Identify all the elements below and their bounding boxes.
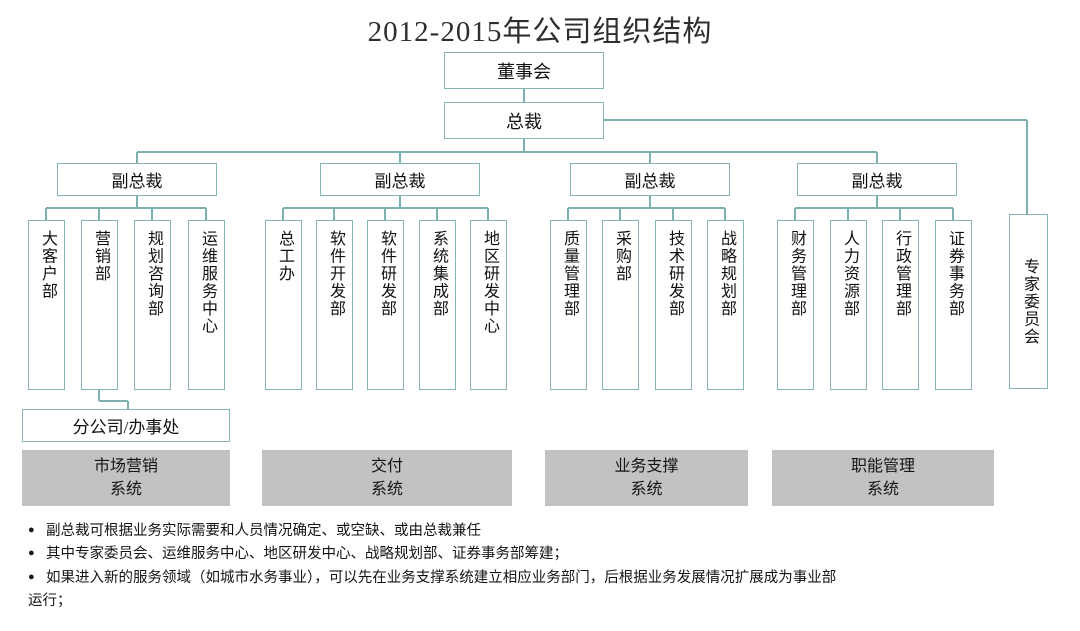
node-president-label: 总裁 xyxy=(506,111,542,132)
footnote-text: 其中专家委员会、运维服务中心、地区研发中心、战略规划部、证券事务部筹建； xyxy=(46,546,568,563)
page-title: 2012-2015年公司组织结构 xyxy=(367,16,713,48)
dept-label: 软件开发部 xyxy=(326,230,344,318)
dept-label: 战略规划部 xyxy=(717,230,735,318)
footnote-line-3: ● 如果进入新的服务领域（如城市水务事业），可以先在业务支撑系统建立相应业务部门，… xyxy=(28,567,1063,590)
dept-box-human-resources[interactable]: 人力资源部 xyxy=(830,220,867,390)
dept-box-administration[interactable]: 行政管理部 xyxy=(882,220,919,390)
dept-label: 证券事务部 xyxy=(945,230,963,318)
dept-box-chief-engineer-office[interactable]: 总工办 xyxy=(265,220,302,390)
node-vice-president-2-label: 副总裁 xyxy=(374,172,426,191)
dept-box-strategic-planning[interactable]: 战略规划部 xyxy=(707,220,744,390)
dept-label: 大客户部 xyxy=(38,230,56,300)
system-bar-line2: 系统 xyxy=(370,481,403,498)
dept-label: 营销部 xyxy=(91,230,109,283)
dept-label: 技术研发部 xyxy=(665,230,683,318)
dept-box-marketing[interactable]: 营销部 xyxy=(81,220,118,390)
dept-box-securities-affairs[interactable]: 证券事务部 xyxy=(935,220,972,390)
footnote-text: 副总裁可根据业务实际需要和人员情况确定、或空缺、或由总裁兼任 xyxy=(46,523,481,539)
footnote-text: 如果进入新的服务领域（如城市水务事业），可以先在业务支撑系统建立相应业务部门，后… xyxy=(46,569,837,586)
bullet-icon: ● xyxy=(28,547,35,560)
node-president[interactable]: 总裁 xyxy=(444,102,604,139)
node-vice-president-1[interactable]: 副总裁 xyxy=(57,163,217,196)
node-board-label: 董事会 xyxy=(497,61,551,82)
dept-box-technology-rd[interactable]: 技术研发部 xyxy=(655,220,692,390)
system-bar-line2: 系统 xyxy=(109,481,142,498)
footnote-line-2: ● 其中专家委员会、运维服务中心、地区研发中心、战略规划部、证券事务部筹建； xyxy=(28,543,1063,566)
dept-label: 系统集成部 xyxy=(429,230,447,318)
dept-label: 运维服务中心 xyxy=(198,230,216,335)
dept-label: 规划咨询部 xyxy=(144,230,162,318)
footnote-line-4: 运行； xyxy=(28,590,1063,613)
node-vice-president-3[interactable]: 副总裁 xyxy=(570,163,730,196)
dept-box-major-accounts[interactable]: 大客户部 xyxy=(28,220,65,390)
footnote-text: 运行； xyxy=(28,593,72,610)
dept-label: 质量管理部 xyxy=(560,230,578,318)
system-bar-line1: 业务支撑 xyxy=(614,457,679,475)
dept-label: 总工办 xyxy=(275,230,293,283)
dept-box-finance-management[interactable]: 财务管理部 xyxy=(777,220,814,390)
dept-box-quality-management[interactable]: 质量管理部 xyxy=(550,220,587,390)
system-bar-business-support: 业务支撑 系统 xyxy=(545,450,748,506)
node-branch-office-label: 分公司/办事处 xyxy=(72,418,180,437)
node-board[interactable]: 董事会 xyxy=(444,52,604,89)
dept-box-system-integration[interactable]: 系统集成部 xyxy=(419,220,456,390)
dept-box-regional-rd-center[interactable]: 地区研发中心 xyxy=(470,220,507,390)
bullet-icon: ● xyxy=(28,570,35,583)
dept-label: 软件研发部 xyxy=(377,230,395,318)
dept-label: 行政管理部 xyxy=(892,230,910,318)
system-bar-line1: 市场营销 xyxy=(93,457,158,475)
dept-box-ops-service-center[interactable]: 运维服务中心 xyxy=(188,220,225,390)
dept-label: 人力资源部 xyxy=(840,230,858,318)
footnotes: ● 副总裁可根据业务实际需要和人员情况确定、或空缺、或由总裁兼任 ● 其中专家委员会… xyxy=(28,520,1063,614)
dept-label: 财务管理部 xyxy=(787,230,805,318)
footnote-line-1: ● 副总裁可根据业务实际需要和人员情况确定、或空缺、或由总裁兼任 xyxy=(28,520,1063,543)
node-branch-office[interactable]: 分公司/办事处 xyxy=(22,409,230,442)
node-expert-committee-label: 专家委员会 xyxy=(1020,257,1038,346)
system-bar-delivery: 交付 系统 xyxy=(262,450,512,506)
system-bar-line2: 系统 xyxy=(866,481,899,498)
node-vice-president-4[interactable]: 副总裁 xyxy=(797,163,957,196)
dept-box-procurement[interactable]: 采购部 xyxy=(602,220,639,390)
node-vice-president-3-label: 副总裁 xyxy=(624,172,676,191)
dept-box-software-research[interactable]: 软件研发部 xyxy=(367,220,404,390)
bullet-icon: ● xyxy=(28,524,35,536)
node-vice-president-4-label: 副总裁 xyxy=(851,172,903,191)
dept-label: 采购部 xyxy=(612,230,630,283)
system-bar-functional-management: 职能管理 系统 xyxy=(772,450,994,506)
system-bar-marketing: 市场营销 系统 xyxy=(22,450,230,506)
dept-box-planning-consulting[interactable]: 规划咨询部 xyxy=(134,220,171,390)
dept-box-software-development[interactable]: 软件开发部 xyxy=(316,220,353,390)
system-bar-line2: 系统 xyxy=(630,481,663,498)
node-vice-president-2[interactable]: 副总裁 xyxy=(320,163,480,196)
node-expert-committee[interactable]: 专家委员会 xyxy=(1009,214,1048,389)
system-bar-line1: 职能管理 xyxy=(850,457,915,475)
system-bar-line1: 交付 xyxy=(370,457,403,475)
dept-label: 地区研发中心 xyxy=(480,230,498,335)
node-vice-president-1-label: 副总裁 xyxy=(111,172,163,191)
